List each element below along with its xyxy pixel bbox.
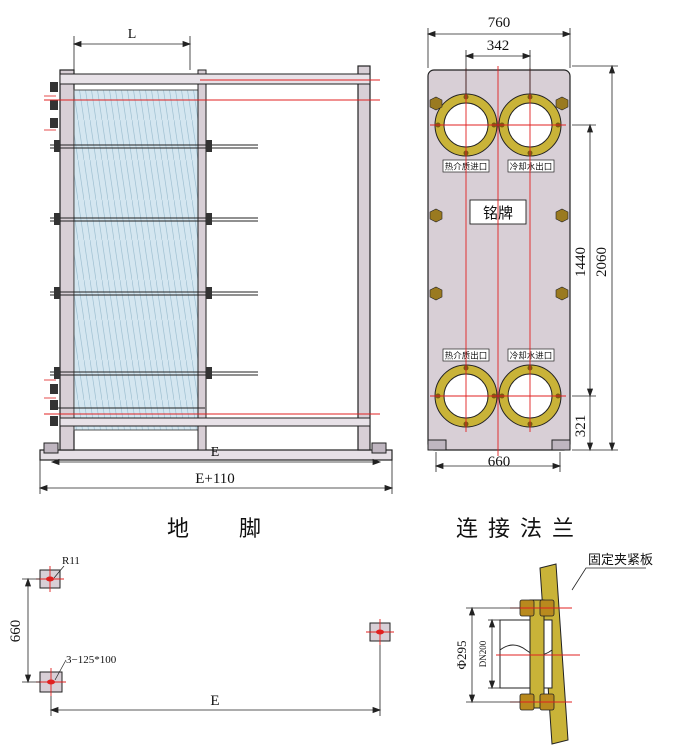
dim-660-foot-label: 660 bbox=[8, 620, 24, 643]
r11-leader bbox=[53, 565, 65, 579]
dimension-321 bbox=[586, 396, 594, 452]
dim-L-label: L bbox=[128, 27, 137, 42]
side-foot-left bbox=[427, 439, 447, 451]
port-label-box-cool-in bbox=[507, 348, 555, 362]
base-rail bbox=[39, 449, 393, 461]
dim-holes-label: 3−125*100 bbox=[66, 654, 117, 666]
dimension-L bbox=[72, 36, 192, 70]
dim-1440-label: 1440 bbox=[573, 247, 589, 277]
dim-342-label: 342 bbox=[487, 38, 510, 54]
tie-bolt-nuts bbox=[50, 82, 212, 426]
plate-pack bbox=[73, 89, 199, 431]
flange-red-lines bbox=[496, 607, 580, 703]
dim-660-side-label: 660 bbox=[488, 454, 511, 470]
pressure-plate bbox=[197, 69, 207, 451]
dimension-660-side bbox=[434, 452, 562, 472]
foot-holes bbox=[46, 576, 384, 685]
bottom-guide-bar bbox=[59, 417, 371, 427]
dim-E110-label: E+110 bbox=[195, 471, 235, 487]
front-bolt-center-marks bbox=[44, 95, 56, 399]
side-foot-right bbox=[551, 439, 571, 451]
dimension-760 bbox=[426, 28, 572, 68]
dim-phi295-label: Φ295 bbox=[454, 640, 469, 669]
dim-2060-label: 2060 bbox=[594, 247, 610, 277]
holes-leader bbox=[54, 659, 67, 681]
dimension-1440 bbox=[572, 123, 596, 398]
dimension-E110 bbox=[38, 460, 394, 494]
foot-plan: R11 3−125*100 660 E bbox=[8, 555, 394, 716]
fixed-head-plate bbox=[59, 69, 75, 451]
top-carrying-bar bbox=[59, 73, 371, 85]
title-flange: 连接法兰 bbox=[456, 517, 584, 542]
dim-r11-label: R11 bbox=[62, 555, 80, 567]
port-label-box-cool-out bbox=[507, 159, 555, 173]
clamp-plate-label: 固定夹紧板 bbox=[588, 553, 653, 568]
front-view: L E E+110 bbox=[38, 27, 394, 494]
support-column bbox=[357, 65, 371, 451]
side-tie-bolt-nuts bbox=[429, 96, 569, 301]
foot-hole-centers bbox=[36, 566, 394, 696]
dimension-dn200 bbox=[488, 618, 500, 690]
dim-E-front-label: E bbox=[211, 445, 220, 460]
dimension-342 bbox=[464, 50, 532, 94]
clamp-plate-leader bbox=[571, 567, 646, 591]
dimension-E-front bbox=[50, 458, 382, 466]
dimension-E-foot bbox=[49, 645, 382, 716]
dim-E-foot-label: E bbox=[210, 693, 219, 709]
dimension-phi295 bbox=[466, 606, 520, 704]
side-view: 热介质进口 冷却水出口 热介质出口 冷却水进口 铭牌 760 bbox=[426, 15, 618, 472]
base-foot-right bbox=[371, 442, 387, 454]
dim-760-label: 760 bbox=[488, 15, 511, 31]
dim-321-label: 321 bbox=[573, 415, 589, 438]
base-foot-left bbox=[43, 442, 59, 454]
dim-dn200-label: DN200 bbox=[478, 640, 488, 667]
dimension-660-foot bbox=[22, 577, 40, 684]
flange-ring bbox=[529, 599, 545, 709]
flange-detail: 固定夹紧板 Φ295 DN200 bbox=[454, 553, 653, 745]
title-foot: 地 脚 bbox=[167, 517, 263, 542]
side-center-lines bbox=[430, 66, 566, 456]
dimension-2060 bbox=[572, 64, 618, 452]
port-label-cool-out: 冷却水出口 bbox=[510, 162, 553, 173]
front-center-lines bbox=[44, 79, 380, 415]
port-label-cool-in: 冷却水进口 bbox=[510, 351, 553, 362]
